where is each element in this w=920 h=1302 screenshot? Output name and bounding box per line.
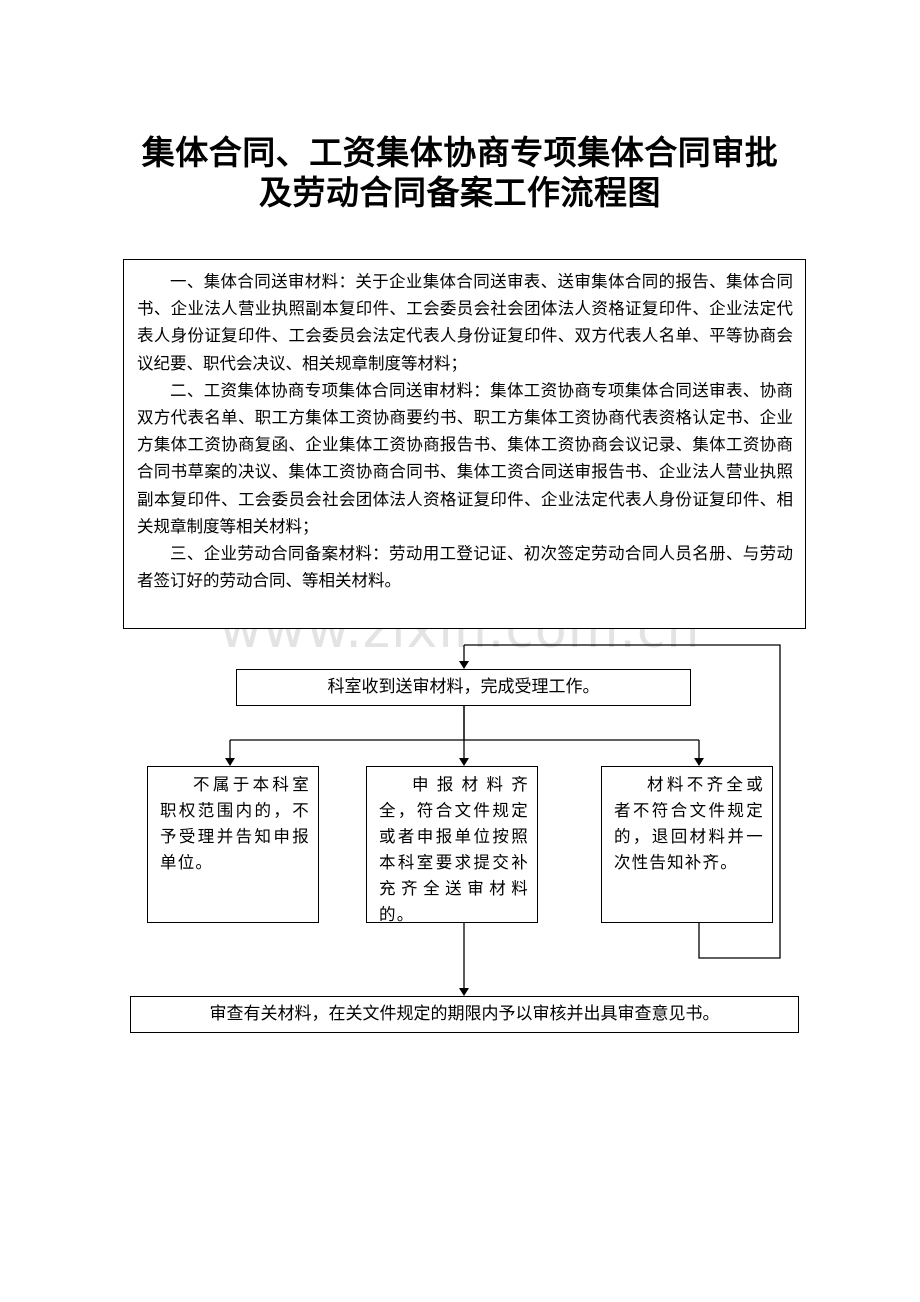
chart-title-line1: 集体合同、工资集体协商专项集体合同审批: [141, 133, 779, 172]
materials-wage-negotiation: 二、工资集体协商专项集体合同送审材料：集体工资协商专项集体合同送审表、协商双方代…: [137, 380, 793, 536]
materials-labor-contract-filing: 三、企业劳动合同备案材料：劳动用工登记证、初次签定劳动合同人员名册、与劳动者签订…: [137, 544, 793, 591]
materials-incomplete-box: 材料不齐全或者不符合文件规定的，退回材料并一次性告知补齐。: [601, 766, 773, 923]
review-box: 审查有关材料，在关文件规定的期限内予以审核并出具审查意见书。: [130, 996, 799, 1033]
materials-complete-box: 申报材料齐全，符合文件规定或者申报单位按照本科室要求提交补充齐全送审材料的。: [366, 766, 538, 924]
not-in-scope-box: 不属于本科室职权范围内的，不予受理并告知申报单位。: [147, 766, 319, 923]
materials-box: 一、集体合同送审材料：关于企业集体合同送审表、送审集体合同的报告、集体合同书、企…: [123, 259, 806, 629]
materials-collective-contract: 一、集体合同送审材料：关于企业集体合同送审表、送审集体合同的报告、集体合同书、企…: [137, 272, 793, 373]
chart-title-line2: 及劳动合同备案工作流程图: [259, 173, 661, 212]
receive-materials-box: 科室收到送审材料，完成受理工作。: [236, 669, 691, 706]
